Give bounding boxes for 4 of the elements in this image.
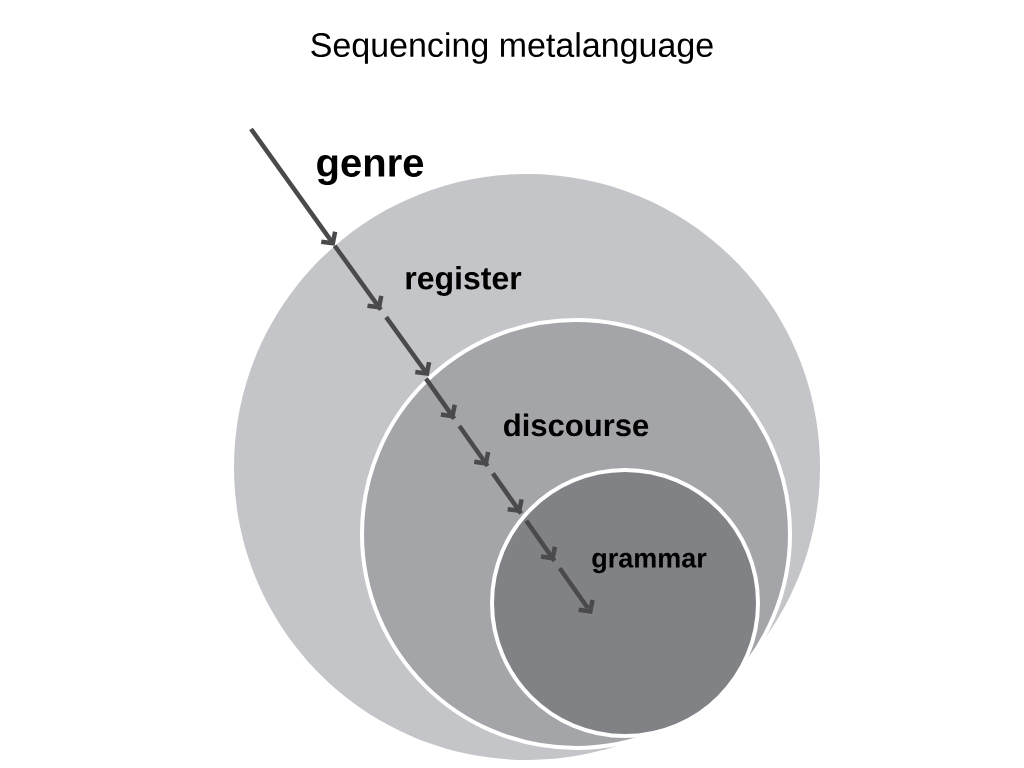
title: Sequencing metalanguage <box>311 32 713 64</box>
arrow <box>249 127 338 246</box>
arrow <box>424 377 595 614</box>
arrow <box>332 244 432 377</box>
